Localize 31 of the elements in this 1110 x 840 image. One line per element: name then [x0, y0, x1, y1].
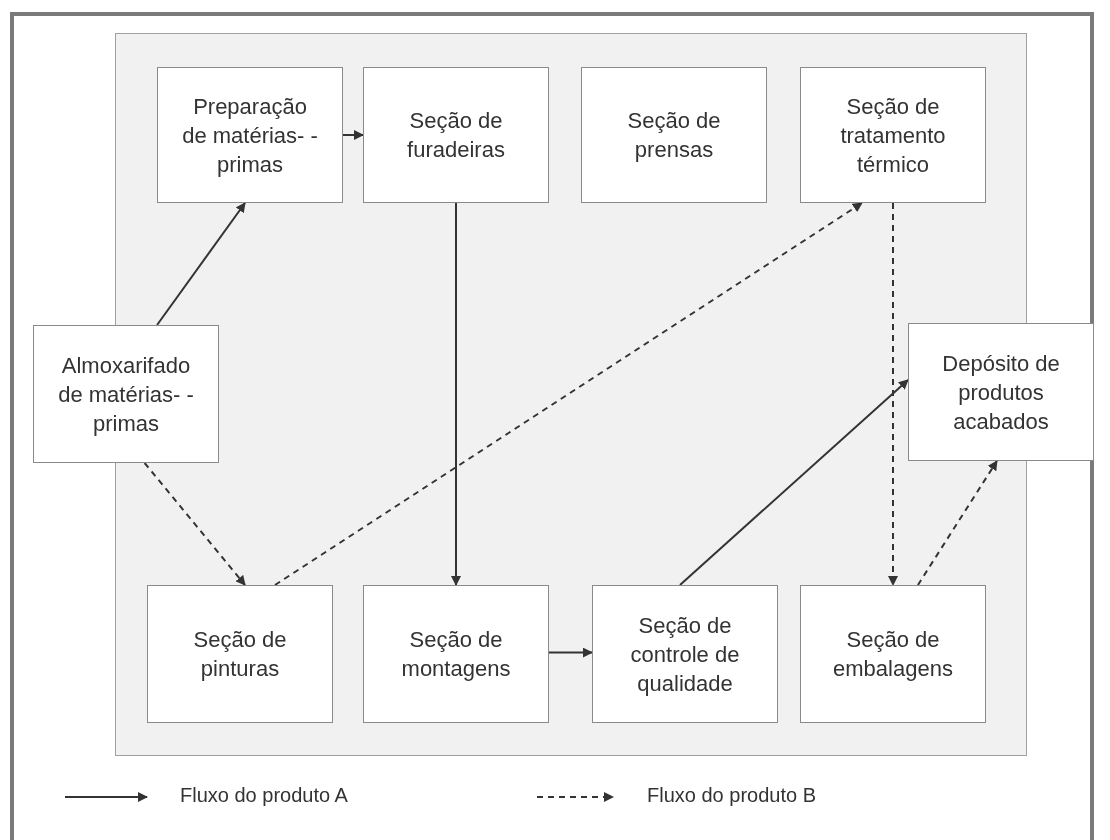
box-label: Almoxarifado de matérias- -primas — [57, 351, 195, 438]
box-label: Seção de embalagens — [832, 626, 954, 683]
process-box — [908, 323, 1094, 461]
box-label: Seção de controle de qualidade — [629, 611, 741, 698]
box-label: Seção de prensas — [626, 107, 722, 164]
process-box — [800, 585, 986, 723]
legend-label: Fluxo do produto A — [180, 784, 348, 807]
arrow — [273, 202, 863, 586]
process-box — [147, 585, 333, 723]
process-box — [33, 325, 219, 463]
arrow — [916, 460, 998, 586]
arrow — [548, 647, 593, 658]
arrow — [679, 379, 909, 586]
box-label: Seção de montagens — [400, 626, 512, 683]
box-label: Seção de pinturas — [192, 626, 288, 683]
process-box — [592, 585, 778, 723]
process-box — [157, 67, 343, 203]
arrow — [342, 130, 364, 140]
legend-label: Fluxo do produto B — [647, 784, 816, 807]
arrow — [888, 202, 898, 586]
box-label: Seção de tratamento térmico — [839, 92, 947, 179]
process-box — [363, 585, 549, 723]
box-label: Seção de furadeiras — [406, 107, 506, 164]
arrow — [156, 202, 246, 326]
process-box — [363, 67, 549, 203]
arrow — [451, 202, 461, 586]
process-box — [581, 67, 767, 203]
arrow — [143, 462, 246, 586]
process-box — [800, 67, 986, 203]
box-label: Preparação de matérias- -primas — [181, 92, 319, 179]
box-label: Depósito de produtos acabados — [941, 349, 1061, 436]
